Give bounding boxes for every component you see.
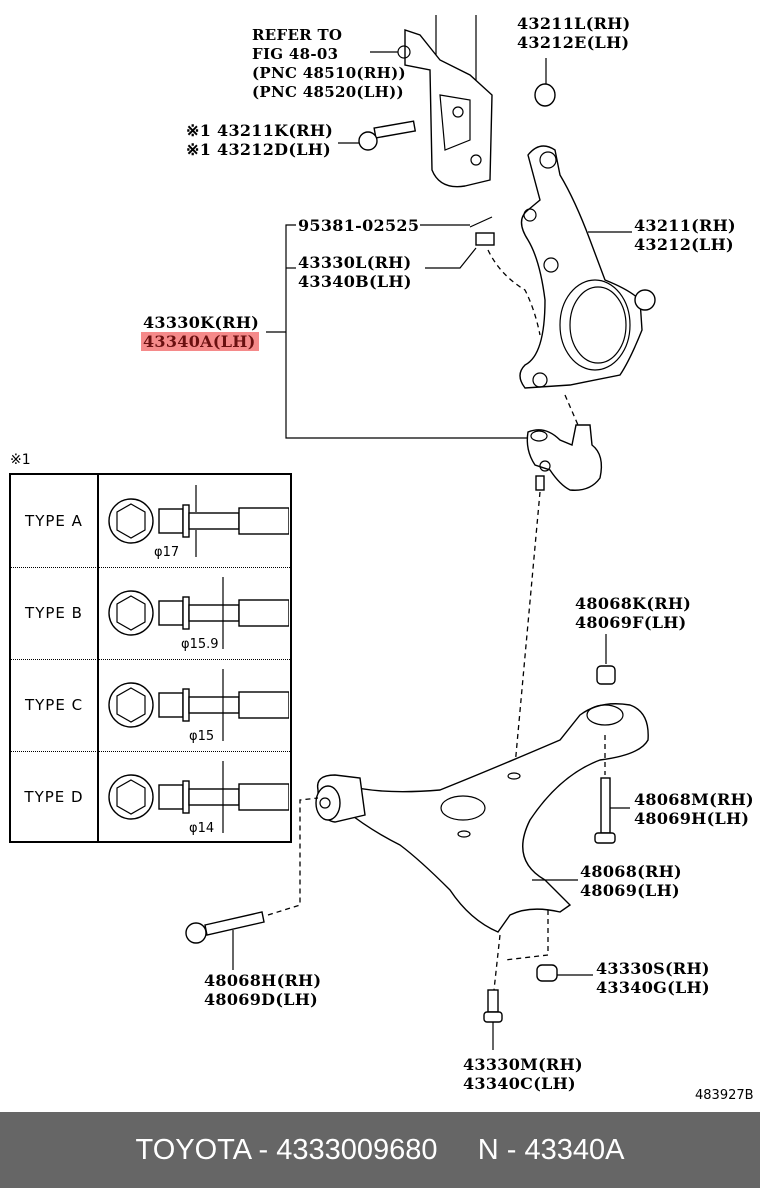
part-number-rh[interactable]: 48068H(RH)	[204, 971, 322, 990]
part-number-rh[interactable]: 43330M(RH)	[463, 1055, 583, 1074]
lower-arm-drawing	[315, 703, 649, 933]
part-number-lh[interactable]: 43212E(LH)	[517, 33, 630, 52]
wheel-bolt-icon	[108, 669, 289, 741]
part-number-rh[interactable]: 48068K(RH)	[575, 594, 692, 613]
type-name: TYPE A	[11, 475, 99, 567]
refer-line-1: REFER TO	[252, 26, 343, 44]
part-number-rh[interactable]: 43330K(RH)	[143, 313, 260, 332]
part-label-nut-l[interactable]: 43330L(RH) 43340B(LH)	[298, 253, 412, 291]
type-row: TYPE D φ14	[11, 751, 290, 843]
refer-to-label: REFER TO FIG 48-03 (PNC 48510(RH)) (PNC …	[252, 26, 406, 102]
footer-part-info: TOYOTA - 4333009680 N - 43340A	[135, 1133, 625, 1166]
part-number-lh[interactable]: 43340G(LH)	[596, 978, 710, 997]
part-label-nut-k[interactable]: 48068K(RH) 48069F(LH)	[575, 594, 691, 632]
bushing-drawing	[534, 83, 556, 107]
type-name: TYPE B	[11, 567, 99, 659]
diameter-label: φ14	[189, 821, 215, 836]
refer-line-2: FIG 48-03	[252, 45, 339, 63]
wheel-bolt-icon	[108, 485, 289, 557]
bolt-h-drawing	[185, 911, 265, 944]
part-number-lh[interactable]: 43340C(LH)	[463, 1074, 576, 1093]
part-label-bolt-m[interactable]: 48068M(RH) 48069H(LH)	[634, 790, 754, 828]
diameter-label: φ15	[189, 729, 215, 744]
type-name: TYPE C	[11, 659, 99, 751]
part-label-cotter-pin[interactable]: 95381-02525	[298, 216, 419, 235]
nut-k-drawing	[596, 665, 616, 685]
bolt-330m-drawing	[483, 989, 503, 1023]
strut-drawing	[397, 15, 493, 188]
type-name: TYPE D	[11, 751, 99, 843]
diameter-label: φ17	[154, 545, 180, 560]
part-number[interactable]: 95381-02525	[298, 216, 420, 235]
type-table-note: ※1	[10, 452, 31, 468]
diameter-label: φ15.9	[181, 637, 219, 652]
refer-line-3: (PNC 48510(RH))	[252, 64, 406, 82]
part-number-rh[interactable]: 48068M(RH)	[634, 790, 754, 809]
part-number-lh[interactable]: 48069F(LH)	[575, 613, 687, 632]
part-number-lh[interactable]: 48069(LH)	[580, 881, 680, 900]
part-label-bolt-k[interactable]: ※1 43211K(RH) ※1 43212D(LH)	[186, 121, 333, 159]
type-row: TYPE B φ15.9	[11, 567, 290, 660]
footer-bar: TOYOTA - 4333009680 N - 43340A	[0, 1112, 760, 1188]
part-label-knuckle[interactable]: 43211(RH) 43212(LH)	[634, 216, 736, 254]
refer-line-4: (PNC 48520(LH))	[252, 83, 404, 101]
wheel-bolt-icon	[108, 577, 289, 649]
bolt-k-drawing	[358, 120, 417, 151]
part-number-lh[interactable]: 48069H(LH)	[634, 809, 750, 828]
highlighted-part-number-lh[interactable]: 43340A(LH)	[141, 332, 260, 351]
type-row: TYPE C φ15	[11, 659, 290, 752]
diagram-drawing	[185, 15, 656, 1050]
ball-joint-drawing	[526, 424, 603, 491]
type-row: TYPE A φ17	[11, 475, 290, 568]
wheel-bolt-icon	[108, 761, 289, 833]
part-label-nut-s[interactable]: 43330S(RH) 43340G(LH)	[596, 959, 710, 997]
parts-diagram: REFER TO FIG 48-03 (PNC 48510(RH)) (PNC …	[9, 14, 754, 1103]
part-label-bolt-h[interactable]: 48068H(RH) 48069D(LH)	[204, 971, 321, 1009]
nut-s-drawing	[536, 964, 558, 982]
part-number-rh[interactable]: 43211L(RH)	[517, 14, 631, 33]
part-label-bushing[interactable]: 43211L(RH) 43212E(LH)	[517, 14, 630, 52]
castle-nut-drawing	[475, 232, 495, 246]
part-number-rh[interactable]: 48068(RH)	[580, 862, 682, 881]
part-number-rh[interactable]: 43330S(RH)	[596, 959, 710, 978]
figure-number: 483927B	[695, 1088, 754, 1103]
part-number-rh[interactable]: 43330L(RH)	[298, 253, 412, 272]
part-number-lh[interactable]: 43212(LH)	[634, 235, 734, 254]
part-number-rh[interactable]: 43211(RH)	[634, 216, 736, 235]
part-number-lh[interactable]: 48069D(LH)	[204, 990, 319, 1009]
knuckle-drawing	[519, 145, 656, 389]
part-label-lower-arm[interactable]: 48068(RH) 48069(LH)	[580, 862, 682, 900]
part-number-lh[interactable]: 43340B(LH)	[298, 272, 412, 291]
part-number-rh[interactable]: ※1 43211K(RH)	[186, 121, 334, 140]
part-label-bolt-330m[interactable]: 43330M(RH) 43340C(LH)	[463, 1055, 583, 1093]
part-label-ball-joint[interactable]: 43330K(RH) 43340A(LH)	[141, 313, 260, 351]
bolt-m-drawing	[594, 777, 616, 844]
part-number-lh[interactable]: ※1 43212D(LH)	[186, 140, 332, 159]
type-table: TYPE A φ17 TYPE B φ15.9 TYPE C	[9, 473, 292, 843]
